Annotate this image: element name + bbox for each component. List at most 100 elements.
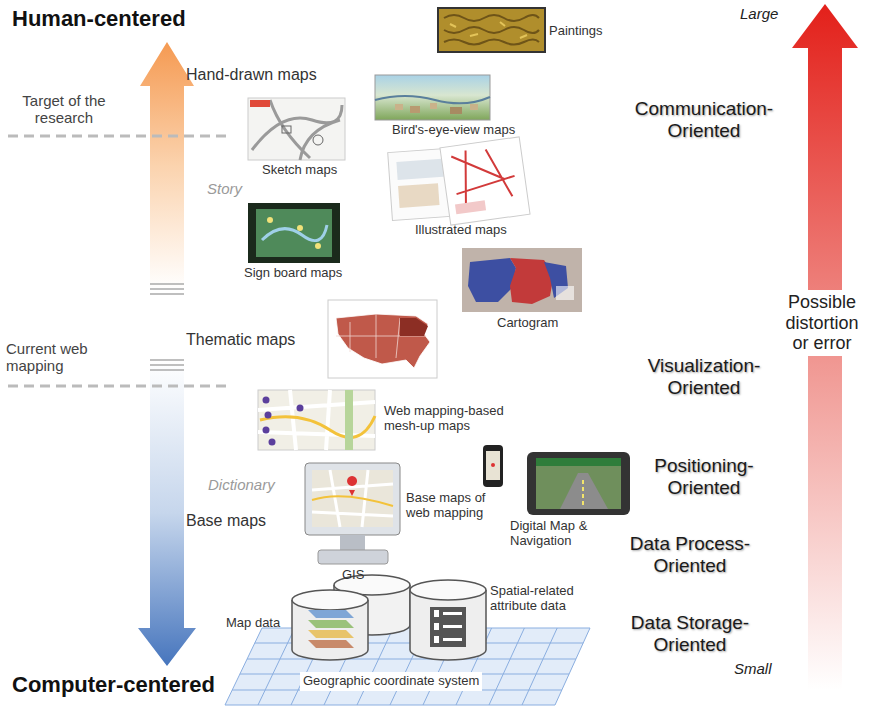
navigation-device	[560, 473, 608, 509]
thematic-map-thumb	[336, 314, 430, 368]
sign-board-thumb	[256, 209, 332, 257]
orientation-label: Communication- Oriented	[618, 98, 790, 142]
thematic-map-thumb	[328, 300, 437, 378]
human-arrow	[140, 42, 194, 294]
illustrated-map-thumb	[440, 137, 530, 225]
sign-board-thumb	[315, 243, 321, 249]
category-label: Hand-drawn maps	[186, 66, 317, 84]
birds-eye-thumb	[410, 106, 420, 113]
painting-thumb	[438, 8, 545, 52]
dashed-marker	[8, 135, 232, 138]
marker-label: Current web mapping	[6, 340, 110, 375]
map-data-cylinder	[292, 590, 368, 660]
sign-board-thumb	[248, 203, 340, 263]
gis-computer	[305, 463, 400, 535]
sign-board-thumb	[248, 203, 340, 263]
mashup-map-thumb	[297, 405, 304, 412]
axis-annotation: Story	[207, 180, 242, 197]
painting-thumb	[444, 15, 539, 45]
navigation-device	[536, 458, 621, 509]
human-arrow	[140, 42, 194, 290]
map-data-cylinder	[308, 610, 354, 618]
gis-computer	[312, 496, 393, 506]
computer-arrow	[150, 369, 184, 371]
painting-thumb	[438, 8, 545, 52]
coordinate-grid	[225, 628, 590, 705]
cartogram-thumb	[556, 286, 574, 300]
coordinate-grid	[247, 659, 576, 660]
dashed-marker	[8, 385, 232, 388]
navigation-device	[536, 458, 621, 466]
thematic-map-thumb	[328, 300, 437, 378]
map-type-label: Base maps of web mapping	[406, 491, 498, 521]
map-data-cylinder	[308, 620, 354, 628]
attribute-data-cylinder	[443, 625, 462, 628]
map-type-label: Paintings	[549, 24, 602, 39]
attribute-data-cylinder	[430, 607, 466, 647]
scale-end: Small	[734, 660, 772, 677]
map-type-label: Spatial-related attribute data	[490, 584, 618, 614]
map-data-cylinder	[308, 640, 354, 648]
mashup-map-thumb	[263, 427, 270, 434]
orientation-label: Data Process- Oriented	[604, 533, 776, 577]
cartogram-thumb	[462, 248, 582, 312]
sign-board-thumb	[262, 225, 327, 241]
phone-icon	[483, 445, 503, 487]
mashup-map-thumb	[269, 439, 276, 446]
birds-eye-thumb	[395, 104, 403, 110]
mashup-map-thumb	[258, 390, 375, 450]
pole-heading: Human-centered	[12, 6, 186, 31]
map-type-label: Geographic coordinate system	[300, 672, 482, 691]
axis-label: Possible distortion or error	[774, 290, 870, 356]
coordinate-grid	[225, 628, 590, 705]
map-type-label: Sign board maps	[244, 266, 342, 281]
computer-arrow	[150, 359, 184, 361]
map-data-cylinder	[292, 590, 368, 610]
sketch-map-thumb	[313, 135, 323, 145]
human-arrow	[150, 293, 184, 295]
phone-icon	[491, 463, 495, 467]
attribute-data-cylinder	[443, 612, 462, 615]
attribute-data-cylinder	[434, 623, 439, 630]
gis-computer	[347, 476, 357, 496]
map-type-label: Web mapping-based mesh-up maps	[384, 404, 534, 434]
coordinate-grid	[522, 628, 557, 705]
coordinate-grid	[489, 628, 524, 705]
birds-eye-thumb	[430, 103, 437, 109]
gis-computer	[318, 550, 388, 564]
sign-board-thumb	[297, 225, 303, 231]
map-type-label: Map data	[226, 616, 280, 631]
phone-icon	[483, 445, 503, 487]
map-type-label: Digital Map & Navigation	[510, 519, 614, 549]
axis-annotation: Dictionary	[208, 476, 275, 493]
sketch-map-thumb	[252, 100, 342, 160]
orientation-label: Data Storage- Oriented	[604, 612, 776, 656]
category-label: Thematic maps	[186, 331, 295, 349]
map-type-label: Illustrated maps	[415, 223, 507, 238]
gis-computer	[305, 463, 400, 564]
human-arrow	[150, 283, 184, 285]
mashup-map-thumb	[263, 397, 270, 404]
attribute-data-cylinder	[410, 580, 486, 600]
pole-heading: Computer-centered	[12, 672, 215, 697]
human-arrow	[150, 288, 184, 290]
painting-thumb	[450, 22, 527, 38]
coordinate-grid	[258, 628, 295, 705]
cartogram-thumb	[468, 258, 516, 302]
cartogram-thumb	[462, 248, 582, 312]
category-label: Base maps	[186, 512, 266, 530]
sketch-map-thumb	[282, 126, 291, 133]
attribute-data-cylinder	[443, 638, 462, 641]
map-type-label: Sketch maps	[262, 163, 337, 178]
birds-eye-thumb	[375, 75, 490, 120]
navigation-device	[527, 452, 630, 515]
map-type-label: Bird's-eye-view maps	[392, 123, 515, 138]
scale-end: Large	[740, 5, 778, 22]
mashup-map-thumb	[260, 416, 375, 437]
gis-computer	[312, 470, 393, 527]
navigation-device	[582, 477, 584, 505]
birds-eye-thumb	[470, 104, 478, 110]
illustrated-map-thumb	[398, 183, 439, 208]
sketch-map-thumb	[248, 98, 345, 160]
attribute-data-cylinder	[434, 610, 439, 617]
